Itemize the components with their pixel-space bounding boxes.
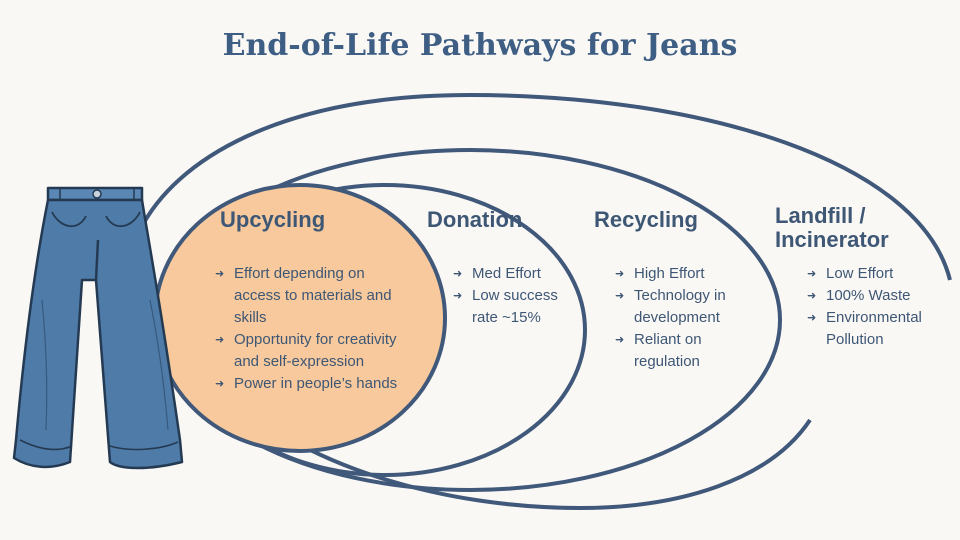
list-item: Effort depending on access to materials …	[215, 263, 415, 329]
list-item: Environmental Pollution	[807, 307, 952, 351]
list-item: 100% Waste	[807, 285, 952, 307]
upcycling-points: Effort depending on access to materials …	[215, 263, 415, 395]
donation-points: Med Effort Low success rate ~15%	[453, 263, 581, 329]
list-item: Reliant on regulation	[615, 329, 755, 373]
landfill-points: Low Effort 100% Waste Environmental Poll…	[807, 263, 952, 351]
list-item: Technology in development	[615, 285, 755, 329]
list-item: Opportunity for creativity and self-expr…	[215, 329, 415, 373]
recycling-heading: Recycling	[594, 207, 698, 232]
jeans-illustration	[12, 186, 184, 470]
donation-heading: Donation	[427, 207, 523, 232]
recycling-points: High Effort Technology in development Re…	[615, 263, 755, 373]
landfill-heading: Landfill / Incinerator	[775, 203, 889, 252]
list-item: Low Effort	[807, 263, 952, 285]
upcycling-heading: Upcycling	[220, 207, 326, 232]
list-item: Power in people’s hands	[215, 373, 415, 395]
list-item: Low success rate ~15%	[453, 285, 581, 329]
list-item: High Effort	[615, 263, 755, 285]
page-title: End-of-Life Pathways for Jeans	[222, 28, 738, 63]
list-item: Med Effort	[453, 263, 581, 285]
